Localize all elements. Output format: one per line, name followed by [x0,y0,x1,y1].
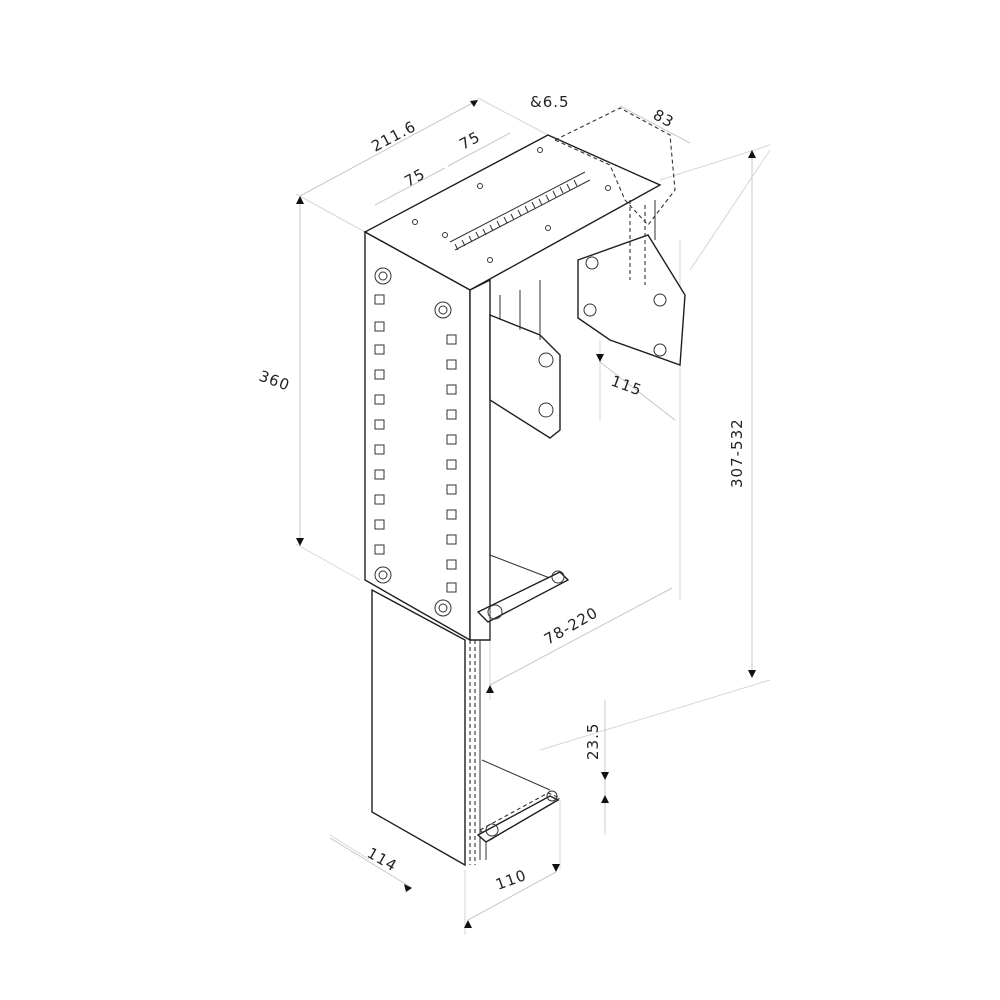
dim-mount-depth: 83 [650,106,677,132]
bracket-body [363,134,662,642]
dim-hole-diameter: &6.5 [530,93,570,111]
dim-lip-height: 23.5 [584,723,602,760]
dimension-lines [296,99,756,928]
dim-base-depth: 114 [364,844,400,875]
dim-top-spacing-a: 75 [401,165,428,191]
dim-holder-height: 360 [257,367,293,395]
lower-clamp [476,759,562,860]
side-plate [489,280,561,439]
extension-lines [295,97,771,935]
lower-tube [371,588,481,867]
rear-mount [553,107,686,366]
adjustment-slots [374,294,457,593]
dim-plate-offset: 115 [609,372,645,400]
dim-overall-height: 307-532 [728,418,746,488]
panel-screws [374,267,452,617]
dim-top-width: 211.6 [368,117,419,155]
upper-clamp [476,554,570,640]
top-slot [449,171,591,251]
top-holes [412,147,611,263]
